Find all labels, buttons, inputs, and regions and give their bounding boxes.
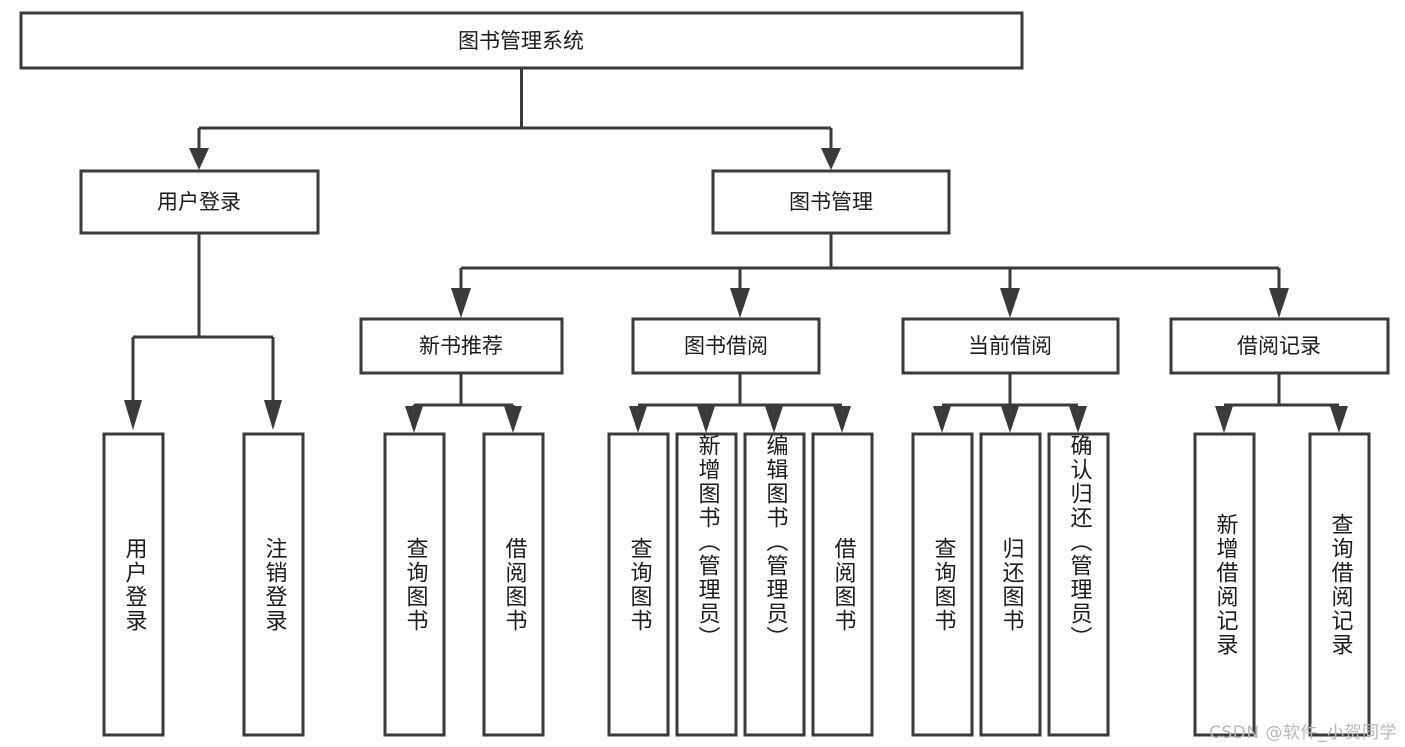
arrow-head-borrow-record bbox=[1269, 288, 1289, 318]
node-box-leaf-current-borrow-3[interactable] bbox=[1047, 432, 1110, 737]
node-label-borrow-record: 借阅记录 bbox=[1237, 334, 1321, 358]
arrow-head-book-manage bbox=[821, 148, 841, 170]
node-box-leaf-current-borrow-1[interactable] bbox=[911, 432, 974, 737]
arrow-head-current-borrow-leaf-3 bbox=[1069, 406, 1087, 433]
node-box-leaf-book-borrow-2[interactable] bbox=[675, 432, 738, 737]
arrow-head-user-login-leaf-1 bbox=[124, 400, 142, 430]
node-box-book-manage[interactable] bbox=[711, 169, 951, 235]
arrow-head-book-borrow-leaf-1 bbox=[629, 406, 647, 433]
node-box-leaf-current-borrow-2[interactable] bbox=[979, 432, 1042, 737]
arrow-head-borrow-record-leaf-2 bbox=[1330, 406, 1348, 433]
nodes-group: 图书管理系统 用户登录 图书管理 新书推荐 图书借阅 当前借阅 借阅记录 bbox=[19, 11, 1390, 737]
node-box-leaf-new-book-2[interactable] bbox=[482, 432, 545, 737]
arrow-head-book-borrow-leaf-2 bbox=[697, 406, 715, 433]
node-box-leaf-new-book-1[interactable] bbox=[383, 432, 446, 737]
arrow-head-book-borrow bbox=[730, 288, 750, 318]
arrow-head-new-book bbox=[451, 288, 471, 318]
node-label-user-login: 用户登录 bbox=[157, 190, 241, 214]
node-box-leaf-book-borrow-1[interactable] bbox=[607, 432, 670, 737]
node-box-leaf-user-login-2[interactable] bbox=[242, 432, 305, 737]
node-label-book-manage: 图书管理 bbox=[789, 190, 873, 214]
arrow-head-book-borrow-leaf-3 bbox=[765, 406, 783, 433]
node-box-current-borrow[interactable] bbox=[901, 317, 1120, 375]
connectors-group bbox=[124, 68, 1348, 433]
arrow-head-user-login-leaf-2 bbox=[264, 400, 282, 430]
arrow-head-new-book-leaf-1 bbox=[405, 406, 423, 433]
node-box-root[interactable] bbox=[19, 11, 1024, 70]
arrow-head-current-borrow-leaf-2 bbox=[1001, 406, 1019, 433]
node-box-new-book-recommend[interactable] bbox=[359, 317, 564, 375]
node-label-new-book-recommend: 新书推荐 bbox=[419, 334, 503, 358]
csdn-watermark: CSDN @软件_小贺同学 bbox=[1209, 723, 1397, 743]
node-label-book-borrow: 图书借阅 bbox=[684, 334, 768, 358]
arrow-head-current-borrow-leaf-1 bbox=[933, 406, 951, 433]
node-box-leaf-book-borrow-3[interactable] bbox=[743, 432, 806, 737]
node-box-leaf-borrow-record-1[interactable] bbox=[1193, 432, 1256, 737]
node-label-current-borrow: 当前借阅 bbox=[968, 334, 1052, 358]
arrow-head-user-login bbox=[189, 148, 209, 170]
node-box-user-login[interactable] bbox=[79, 169, 320, 235]
arrow-head-borrow-record-leaf-1 bbox=[1215, 406, 1233, 433]
arrow-head-new-book-leaf-2 bbox=[504, 406, 522, 433]
arrow-head-book-borrow-leaf-4 bbox=[833, 406, 851, 433]
node-box-leaf-user-login-1[interactable] bbox=[102, 432, 165, 737]
node-box-book-borrow[interactable] bbox=[631, 317, 821, 375]
node-box-borrow-record[interactable] bbox=[1169, 317, 1390, 375]
node-box-leaf-book-borrow-4[interactable] bbox=[811, 432, 874, 737]
arrow-head-current-borrow bbox=[1000, 288, 1020, 318]
node-box-leaf-borrow-record-2[interactable] bbox=[1308, 432, 1371, 737]
node-label-root: 图书管理系统 bbox=[458, 29, 584, 53]
